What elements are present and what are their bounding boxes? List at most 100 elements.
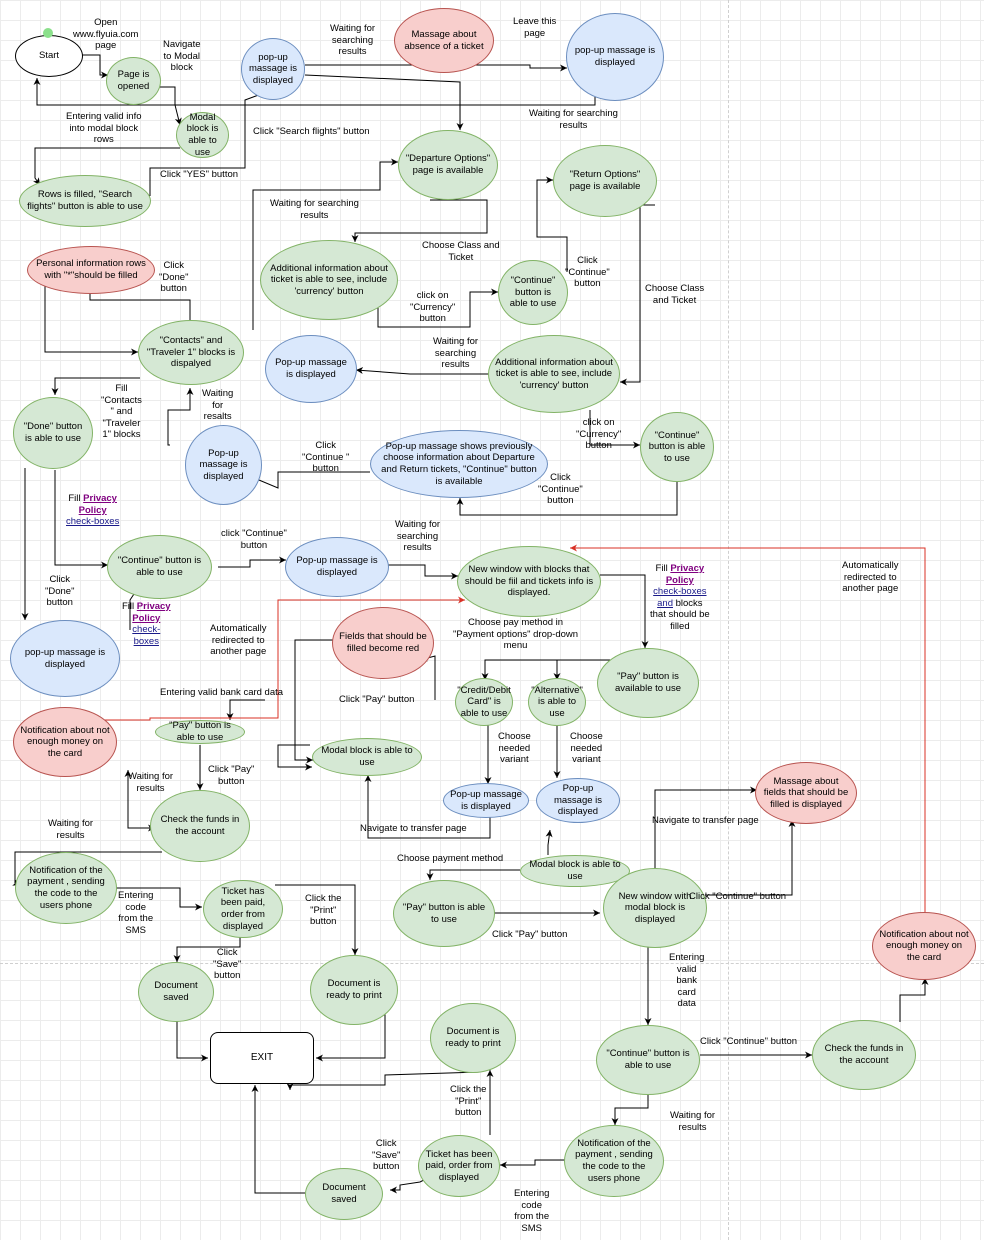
- edge-label: Click "Done" button: [45, 574, 75, 609]
- edge-label: Navigate to Modal block: [163, 39, 201, 74]
- node-additional-info-1[interactable]: Additional information about ticket is a…: [260, 240, 398, 320]
- node-label: pop-up massage is displayed: [24, 646, 106, 670]
- node-check-funds-1[interactable]: Check the funds in the account: [150, 790, 250, 862]
- node-continue-1[interactable]: "Continue" button is able to use: [498, 260, 568, 325]
- edge-label-privacy-1: Fill Privacy Policy check-boxes: [66, 493, 119, 528]
- check-boxes-link[interactable]: check-boxes and: [653, 586, 707, 609]
- node-continue-3[interactable]: "Continue" button is able to use: [107, 535, 212, 599]
- node-label: Pop-up massage is displayed: [553, 783, 603, 818]
- node-alternative[interactable]: "Alternative" is able to use: [528, 678, 586, 726]
- node-popup-6[interactable]: Pop-up massage is displayed: [443, 783, 529, 818]
- edge-label: Waiting for resalts: [202, 388, 234, 423]
- edge: [611, 1092, 649, 1125]
- node-notification-money-1[interactable]: Notification about not enough money on t…: [13, 707, 117, 777]
- selection-handle[interactable]: [43, 28, 53, 38]
- edge-label-text: Fill: [122, 601, 135, 612]
- node-popup-previously[interactable]: Pop-up massage shows previously choose i…: [370, 430, 548, 498]
- node-pay-able-2[interactable]: "Pay" button is able to use: [393, 880, 495, 947]
- node-rows-filled[interactable]: Rows is filled, "Search flights" button …: [19, 175, 151, 227]
- node-massage-fields[interactable]: Massage about fields that should be fill…: [755, 762, 857, 824]
- node-departure-options[interactable]: "Departure Options" page is available: [398, 130, 498, 200]
- check-boxes-link[interactable]: check- boxes: [132, 624, 161, 647]
- node-label: "Continue" button is able to use: [648, 429, 706, 464]
- node-credit-debit[interactable]: "Credit/Debit Card" is able to use: [455, 678, 513, 726]
- edge-label: Click "Continue " button: [302, 440, 350, 475]
- node-document-saved-1[interactable]: Document saved: [138, 962, 214, 1022]
- node-modal-block[interactable]: Modal block is able to use: [176, 112, 229, 158]
- node-label: Document saved: [322, 1182, 366, 1205]
- edge: [176, 1005, 208, 1062]
- node-continue-2[interactable]: "Continue" button is able to use: [640, 412, 714, 482]
- node-popup-3[interactable]: Pop-up massage is displayed: [185, 425, 262, 505]
- edge-label: Entering valid info into modal block row…: [66, 111, 142, 146]
- edge: [218, 556, 286, 568]
- node-ticket-paid-1[interactable]: Ticket has been paid, order from display…: [203, 880, 283, 938]
- edge: [456, 482, 678, 516]
- node-label: "Continue" button is able to use: [117, 555, 202, 578]
- node-label: "Continue" button is able to use: [606, 1048, 690, 1071]
- node-start[interactable]: Start: [15, 35, 83, 77]
- edge-label: Click "Continue" button: [689, 891, 787, 902]
- edge: [277, 744, 312, 771]
- node-label: Personal information rows with "*"should…: [36, 258, 146, 281]
- node-document-print-1[interactable]: Document is ready to print: [310, 955, 398, 1025]
- node-page-opened[interactable]: Page is opened: [106, 57, 161, 105]
- edge-red: [80, 596, 465, 721]
- edge: [294, 639, 333, 764]
- node-return-options[interactable]: "Return Options" page is available: [553, 145, 657, 217]
- node-popup-7[interactable]: Pop-up massage is displayed: [536, 778, 620, 823]
- edge: [316, 1005, 386, 1062]
- node-check-funds-2[interactable]: Check the funds in the account: [812, 1020, 916, 1090]
- edge-label: Waiting for searching results: [270, 198, 359, 221]
- node-popup-top-right[interactable]: pop-up massage is displayed: [566, 13, 664, 101]
- node-contacts-blocks[interactable]: "Contacts" and "Traveler 1" blocks is di…: [138, 320, 244, 385]
- node-popup-5[interactable]: pop-up massage is displayed: [10, 620, 120, 697]
- edge: [364, 775, 491, 839]
- node-label: "Pay" button is able to use: [169, 720, 231, 743]
- node-label: Rows is filled, "Search flights" button …: [27, 189, 143, 212]
- edge: [33, 147, 180, 186]
- node-new-window[interactable]: New window with blocks that should be fi…: [457, 546, 601, 617]
- node-massage-absence[interactable]: Massage about absence of a ticket: [394, 8, 494, 73]
- node-label: Additional information about ticket is a…: [495, 356, 613, 391]
- node-modal-block-3[interactable]: Modal block is able to use: [520, 855, 630, 887]
- node-popup-1[interactable]: pop-up massage is displayed: [241, 38, 305, 100]
- node-fields-red[interactable]: Fields that should be filled become red: [332, 607, 434, 679]
- node-pay-able-1[interactable]: "Pay" button is able to use: [155, 720, 245, 744]
- edge-label: Choose needed variant: [570, 731, 603, 766]
- node-pay-available[interactable]: "Pay" button is available to use: [597, 648, 699, 718]
- node-modal-block-2[interactable]: Modal block is able to use: [312, 738, 422, 776]
- node-notification-money-2[interactable]: Notification about not enough money on t…: [872, 912, 976, 980]
- node-label: EXIT: [250, 1051, 274, 1063]
- node-label: Ticket has been paid, order from display…: [220, 885, 266, 932]
- edge: [226, 699, 265, 720]
- edge: [82, 54, 108, 79]
- node-notification-payment-2[interactable]: Notification of the payment , sending th…: [564, 1125, 664, 1197]
- privacy-policy-link[interactable]: Privacy Policy: [78, 493, 117, 516]
- edge-label: Navigate to transfer page: [360, 823, 467, 834]
- node-document-print-2[interactable]: Document is ready to print: [430, 1003, 516, 1073]
- node-additional-info-2[interactable]: Additional information about ticket is a…: [488, 335, 620, 413]
- privacy-policy-link[interactable]: Privacy Policy: [665, 563, 705, 586]
- node-popup-2[interactable]: Pop-up massage is displayed: [265, 335, 357, 403]
- node-document-saved-2[interactable]: Document saved: [305, 1168, 383, 1220]
- edge: [355, 367, 490, 375]
- edge-label: Click the "Print" button: [305, 893, 342, 928]
- node-ticket-paid-2[interactable]: Ticket has been paid, order from display…: [418, 1135, 500, 1197]
- edge-label: Entering valid bank card data: [669, 952, 705, 1010]
- node-continue-4[interactable]: "Continue" button is able to use: [596, 1025, 700, 1095]
- node-exit[interactable]: EXIT: [210, 1032, 314, 1084]
- node-done-button[interactable]: "Done" button is able to use: [13, 397, 93, 469]
- edge-label: click "Continue" button: [221, 528, 287, 551]
- edge-label: Waiting for results: [128, 771, 174, 794]
- check-boxes-link[interactable]: check-boxes: [66, 516, 120, 528]
- edge-label-text: Fill: [68, 493, 81, 504]
- node-popup-4[interactable]: Pop-up massage is displayed: [285, 537, 389, 597]
- node-new-window-modal[interactable]: New window with modal block is displayed: [603, 868, 707, 948]
- node-label: Massage about fields that should be fill…: [763, 775, 849, 810]
- edge: [899, 978, 929, 1022]
- node-personal-info[interactable]: Personal information rows with "*"should…: [27, 246, 155, 294]
- node-notification-payment-1[interactable]: Notification of the payment , sending th…: [15, 852, 117, 924]
- privacy-policy-link[interactable]: Privacy Policy: [132, 601, 171, 624]
